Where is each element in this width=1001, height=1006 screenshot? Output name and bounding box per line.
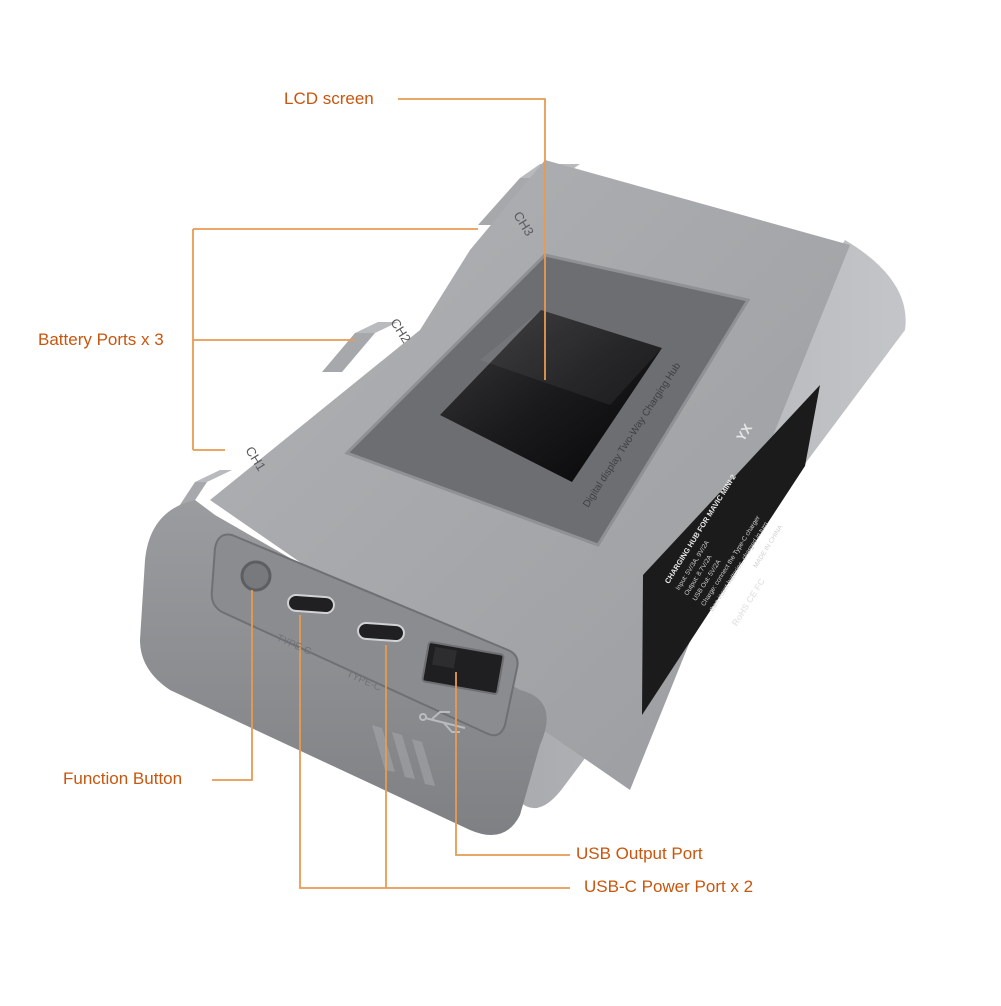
usbc-port-1[interactable] (287, 593, 335, 615)
leader-function (212, 590, 253, 781)
power-button-icon[interactable] (240, 560, 272, 592)
callout-usbc-power: USB-C Power Port x 2 (584, 877, 754, 896)
usb-icon (419, 711, 466, 733)
callout-battery-ports: Battery Ports x 3 (38, 330, 164, 349)
callout-function-button: Function Button (63, 769, 183, 788)
usbc-port-2[interactable] (357, 621, 405, 643)
leader-lcd (398, 98, 546, 380)
lcd-screen (440, 310, 662, 482)
label-plate (642, 385, 820, 715)
front-stripes (372, 725, 435, 786)
label-cert-marks: RoHS CE FC (730, 576, 767, 628)
callout-usb-output: USB Output Port (576, 844, 703, 863)
leader-usbc-a (299, 615, 570, 889)
leader-usb-output (455, 672, 570, 856)
leader-lines (192, 98, 570, 889)
callout-lcd-screen: LCD screen (284, 89, 374, 108)
